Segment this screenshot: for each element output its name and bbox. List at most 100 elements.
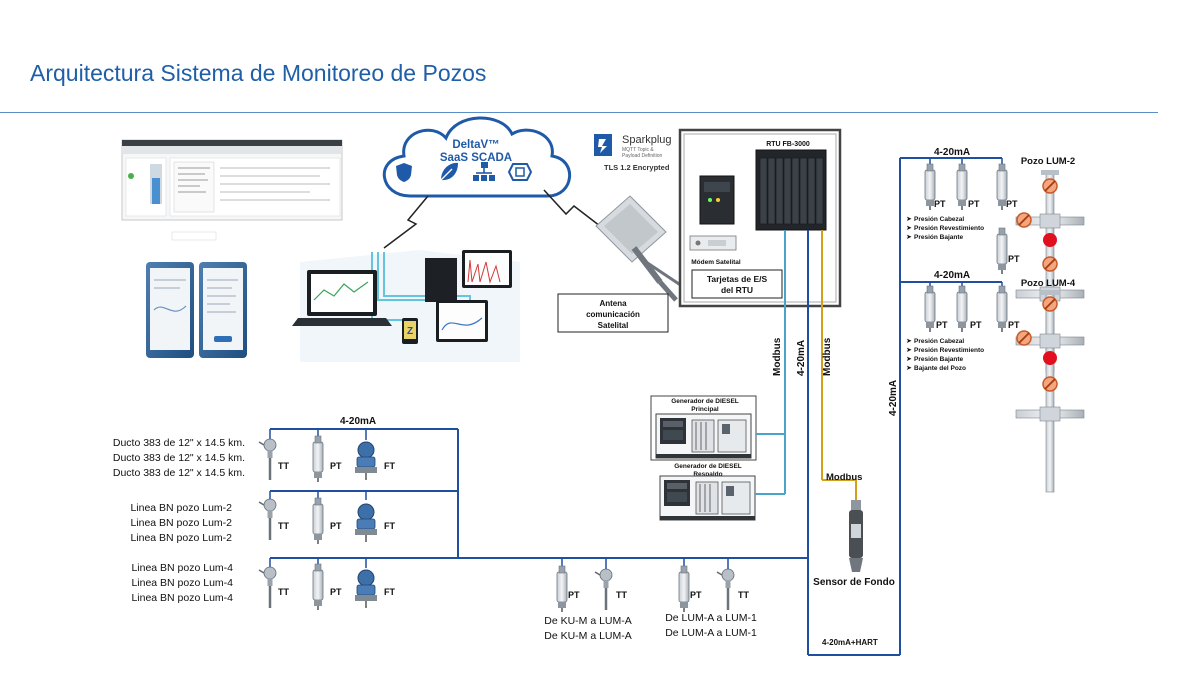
gen-backup-label-1: Generador de DIESEL (674, 463, 742, 470)
ducto-line-1: Ducto 383 de 12" x 14.5 km. (113, 437, 245, 449)
lum4-item-1: Presión Cabezal (914, 338, 964, 345)
gen-main-label-2: Principal (691, 406, 719, 413)
cloud-subtitle: SaaS SCADA (440, 152, 512, 164)
lum4-item-4: Bajante del Pozo (914, 365, 966, 372)
gen-main-label-1: Generador de DIESEL (671, 398, 739, 405)
lum4-line-3: Linea BN pozo Lum-4 (131, 592, 233, 604)
ducto-instruments: TT PT FT Ducto 383 de 12" x 14.5 km. Duc… (113, 435, 395, 483)
svg-text:Z: Z (407, 326, 413, 337)
lum2-line-2: Linea BN pozo Lum-2 (130, 517, 232, 529)
svg-text:➤: ➤ (906, 224, 912, 232)
kum-line-2: De KU-M a LUM-A (544, 630, 632, 642)
ma-label-vertical: 4-20mA (796, 340, 807, 376)
lum2-line-tt: TT (278, 521, 289, 531)
luma-line-2: De LUM-A a LUM-1 (665, 627, 757, 639)
antenna-label-box: Antena comunicación Satelital (557, 293, 669, 333)
ma-label-lum4: 4-20mA (934, 270, 970, 281)
antenna-label-3: Satelital (598, 321, 629, 330)
bullet-arrows: ➤➤➤ ➤➤➤➤ (906, 215, 912, 372)
antenna-label-1: Antena (599, 299, 627, 308)
svg-text:➤: ➤ (906, 337, 912, 345)
cards-label-2: del RTU (721, 285, 753, 295)
lum2-item-3: Presión Bajante (914, 234, 964, 241)
downhole-sensor: Modbus Sensor de Fondo (813, 472, 895, 588)
lum2-line-ft: FT (384, 521, 395, 531)
antenna-label-2: comunicación (586, 310, 640, 319)
lum4-line-1: Linea BN pozo Lum-4 (131, 562, 233, 574)
luma-line-1: De LUM-A a LUM-1 (665, 612, 757, 624)
tls-label: TLS 1.2 Encrypted (604, 163, 670, 172)
kum-line-1: De KU-M a LUM-A (544, 615, 632, 627)
diesel-generator-backup: Generador de DIESEL Respaldo (659, 463, 756, 521)
cloud-laptop-link (383, 195, 429, 249)
lum2-pt1: PT (934, 199, 946, 209)
device-icon (507, 163, 533, 181)
sparkplug-sub2: Payload Definition (622, 153, 663, 159)
ducto-pt: PT (330, 461, 342, 471)
modbus-label-1: Modbus (772, 337, 783, 376)
luma-lum1-instruments: PT TT De LUM-A a LUM-1 De LUM-A a LUM-1 (665, 565, 757, 639)
kum-luma-instruments: PT TT De KU-M a LUM-A De KU-M a LUM-A (544, 565, 632, 642)
lum2-line-1: Linea BN pozo Lum-2 (130, 502, 232, 514)
ma-hart-label: 4-20mA+HART (822, 638, 878, 647)
ma-label-right-vertical: 4-20mA (888, 380, 899, 416)
lum2-item-2: Presión Revestimiento (914, 225, 984, 232)
lum2-line-pt: PT (330, 521, 342, 531)
lum4-line-2: Linea BN pozo Lum-4 (131, 577, 233, 589)
lum2-item-1: Presión Cabezal (914, 216, 964, 223)
lum2-pt4: PT (1008, 254, 1020, 264)
kum-pt: PT (568, 590, 580, 600)
svg-text:➤: ➤ (906, 215, 912, 223)
well-lum4: Pozo LUM-4 PT PT PT Presión Cabezal Pres… (914, 278, 1085, 493)
lum4-line-pt: PT (330, 587, 342, 597)
ducto-line-2: Ducto 383 de 12" x 14.5 km. (113, 452, 245, 464)
cloud-antenna-link (543, 189, 601, 227)
lum4-line-tt: TT (278, 587, 289, 597)
mobile-screens (146, 262, 247, 358)
ducto-line-3: Ducto 383 de 12" x 14.5 km. (113, 467, 245, 479)
sensor-modbus-label: Modbus (826, 472, 862, 483)
page-title: Arquitectura Sistema de Monitoreo de Poz… (30, 60, 487, 86)
luma-tt: TT (738, 590, 749, 600)
lum4-pt3: PT (1008, 320, 1020, 330)
lum2-line-instruments: TT PT FT Linea BN pozo Lum-2 Linea BN po… (130, 497, 395, 545)
ma-label-lum2: 4-20mA (934, 147, 970, 158)
gen-backup-label-2: Respaldo (693, 471, 722, 478)
title-divider (0, 112, 1158, 113)
sparkplug-sub1: MQTT Topic & (622, 147, 654, 153)
lum4-item-3: Presión Bajante (914, 356, 964, 363)
lum4-line-instruments: TT PT FT Linea BN pozo Lum-4 Linea BN po… (131, 562, 395, 611)
lum2-line-3: Linea BN pozo Lum-2 (130, 532, 232, 544)
sparkplug-logo: Sparkplug MQTT Topic & Payload Definitio… (594, 134, 672, 172)
cloud-title: DeltaV™ (452, 139, 499, 151)
sparkplug-brand: Sparkplug (622, 134, 672, 146)
well-lum2: Pozo LUM-2 PT PT PT PT Presión Cabezal P… (914, 156, 1085, 373)
sensor-label: Sensor de Fondo (813, 577, 895, 588)
scada-screen-desktop (121, 139, 343, 241)
well-lum4-name: Pozo LUM-4 (1021, 278, 1076, 289)
luma-pt: PT (690, 590, 702, 600)
lum4-pt2: PT (970, 320, 982, 330)
lum2-pt3: PT (1006, 199, 1018, 209)
modbus-label-2: Modbus (822, 337, 833, 376)
rtu-cabinet: Módem Satelital RTU FB-3000 Tarjetas de … (678, 128, 842, 308)
modem-label: Módem Satelital (691, 259, 741, 266)
kum-tt: TT (616, 590, 627, 600)
ma-label-left: 4-20mA (340, 416, 376, 427)
svg-text:➤: ➤ (906, 364, 912, 372)
lum4-line-ft: FT (384, 587, 395, 597)
satellite-antenna (595, 195, 689, 302)
rtu-title: RTU FB-3000 (766, 141, 810, 148)
ducto-ft: FT (384, 461, 395, 471)
lum4-pt1: PT (936, 320, 948, 330)
ducto-tt: TT (278, 461, 289, 471)
deltav-cloud: DeltaV™ SaaS SCADA (383, 116, 571, 198)
network-icon (473, 162, 495, 181)
svg-text:➤: ➤ (906, 233, 912, 241)
cards-label-1: Tarjetas de E/S (707, 274, 768, 284)
svg-text:➤: ➤ (906, 346, 912, 354)
diesel-generator-main: Generador de DIESEL Principal (650, 395, 757, 461)
lum2-pt2: PT (968, 199, 980, 209)
leaf-icon (440, 162, 458, 181)
